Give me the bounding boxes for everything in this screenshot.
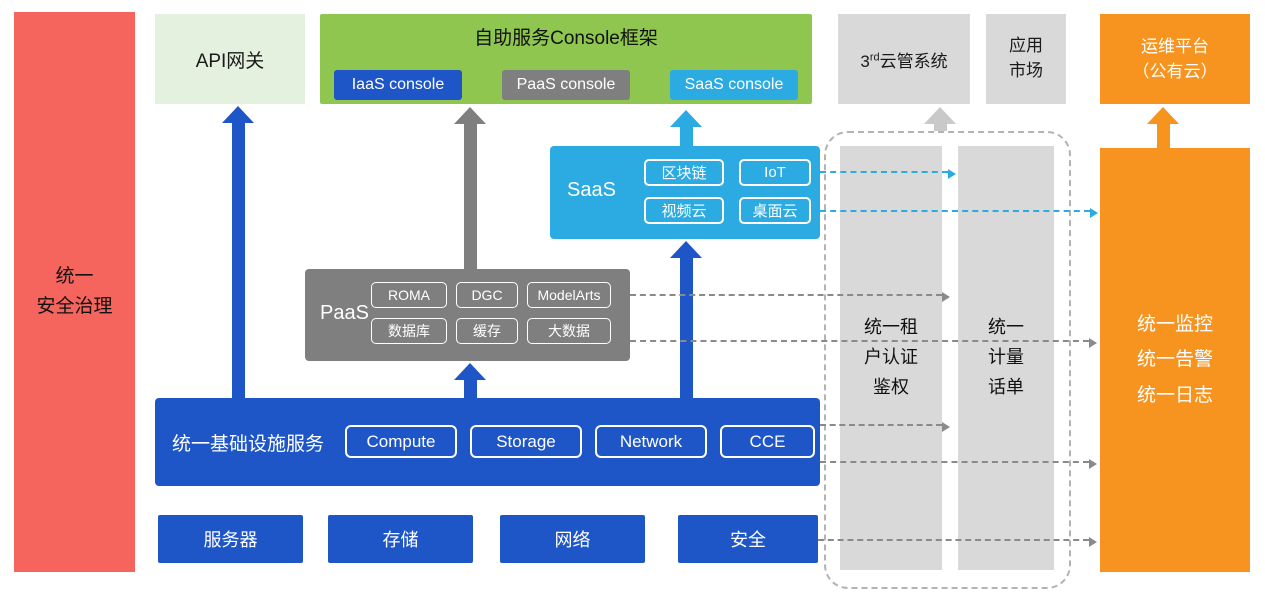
arrow-head [454,363,486,380]
paas-console-chip: PaaS console [502,70,630,100]
paas-item-bigdata: 大数据 [527,318,611,344]
connector-arrowhead [1090,208,1098,218]
saas-item-desktop-cloud: 桌面云 [739,197,811,224]
connector-arrowhead [948,169,956,179]
hardware-box-security: 安全 [678,515,818,563]
hardware-box-network: 网络 [500,515,645,563]
connector-saas-to-monitoring [820,208,1098,218]
saas-item-iot: IoT [739,159,811,186]
hardware-box-storage: 存储 [328,515,473,563]
arrow-head [1147,107,1179,124]
arrow-shaft [679,258,693,398]
paas-item-roma: ROMA [371,282,447,308]
console-framework-title: 自助服务Console框架 [474,28,658,49]
up-arrow-infra-to-api-gateway [222,106,254,398]
arrow-shaft [463,124,477,270]
infra-item-storage: Storage [470,425,582,458]
saas-item-blockchain: 区块链 [644,159,724,186]
up-arrow-paas-to-console [454,107,486,270]
arrow-head [670,110,702,127]
connector-arrowhead [1089,459,1097,469]
console-chip-row: IaaS console PaaS console SaaS console [334,70,798,100]
arrow-shaft [463,380,477,398]
saas-item-video-cloud: 视频云 [644,197,724,224]
connector-arrowhead [942,292,950,302]
infra-item-network: Network [595,425,707,458]
up-arrow-infra-to-saas [670,241,702,398]
arrow-head [670,241,702,258]
arrow-head [454,107,486,124]
app-market-box: 应用 市场 [986,14,1066,104]
infrastructure-label: 统一基础设施服务 [172,434,325,455]
connector-infra-to-monitoring [820,459,1097,469]
security-governance-bar: 统一 安全治理 [14,12,135,572]
paas-item-grid: ROMA DGC ModelArts 数据库 缓存 大数据 [371,282,611,344]
third-party-sup: rd [869,50,880,63]
api-gateway-box: API网关 [155,14,305,104]
arrow-shaft [679,127,693,146]
arrow-shaft [231,123,245,398]
arrow-shaft [933,124,947,131]
paas-item-dgc: DGC [456,282,518,308]
third-party-base: 3 [860,51,870,71]
shared-services-dashed-container [824,131,1071,589]
saas-console-chip: SaaS console [670,70,798,100]
arrow-head [924,107,956,124]
saas-label: SaaS [567,179,616,201]
third-party-label: 3rd云管系统 [860,47,947,72]
up-arrow-saas-to-console [670,110,702,146]
metering-pillar: 统一 计量 话单 [958,146,1054,570]
iaas-console-chip: IaaS console [334,70,462,100]
connector-arrowhead [1089,338,1097,348]
connector-security-to-monitoring [818,537,1097,547]
infra-item-compute: Compute [345,425,457,458]
up-arrow-infra-to-paas [454,363,486,398]
paas-block: PaaS ROMA DGC ModelArts 数据库 缓存 大数据 [305,269,630,361]
saas-block: SaaS 区块链 IoT 视频云 桌面云 [550,146,820,239]
paas-item-modelarts: ModelArts [527,282,611,308]
arrow-shaft [1156,124,1170,148]
connector-paas-to-auth [630,292,950,302]
connector-paas-to-monitoring [630,338,1097,348]
saas-item-grid: 区块链 IoT 视频云 桌面云 [644,159,811,224]
paas-label: PaaS [320,302,369,324]
arrow-head [222,106,254,123]
third-party-cloud-box: 3rd云管系统 [838,14,970,104]
connector-infra-to-auth [820,422,950,432]
paas-item-cache: 缓存 [456,318,518,344]
third-party-rest: 云管系统 [879,51,948,71]
connector-arrowhead [1089,537,1097,547]
up-arrow-monitoring-to-ops [1147,107,1179,148]
infra-item-cce: CCE [720,425,815,458]
hardware-box-server: 服务器 [158,515,303,563]
monitoring-pillar: 统一监控 统一告警 统一日志 [1100,148,1250,572]
connector-arrowhead [942,422,950,432]
ops-platform-box: 运维平台 （公有云） [1100,14,1250,104]
auth-pillar: 统一租 户认证 鉴权 [840,146,942,570]
paas-item-database: 数据库 [371,318,447,344]
up-arrow-shared-to-third-party [924,107,956,131]
console-framework-box: 自助服务Console框架 IaaS console PaaS console … [320,14,812,104]
infrastructure-block: 统一基础设施服务 Compute Storage Network CCE [155,398,820,486]
connector-saas-to-auth [820,169,956,179]
